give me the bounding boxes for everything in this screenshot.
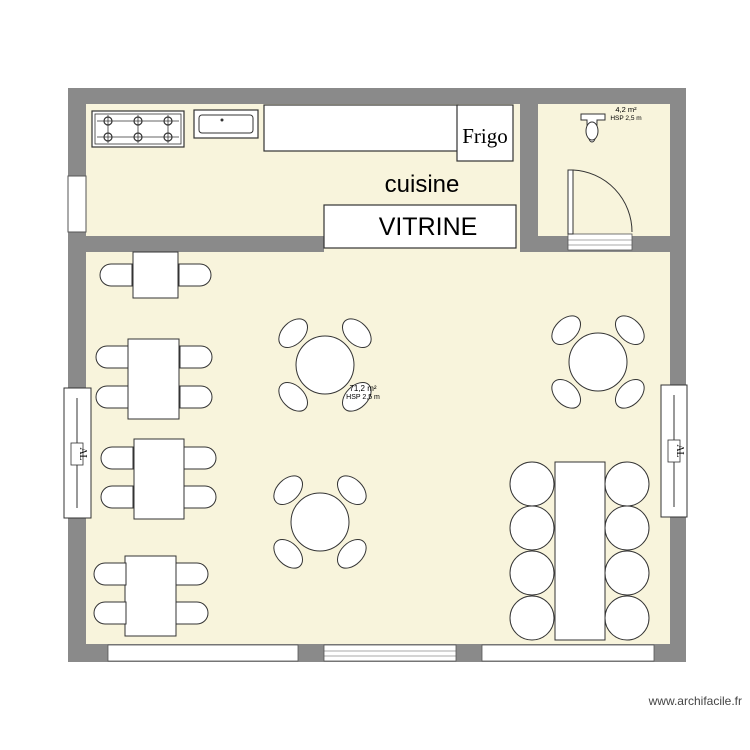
chair (100, 485, 134, 509)
display-case-label: VITRINE (379, 213, 478, 241)
toilet (580, 113, 606, 143)
kitchen-room-label: cuisine (385, 171, 460, 198)
fridge (456, 104, 514, 162)
chair (337, 539, 367, 569)
chair (175, 601, 209, 625)
square-table (132, 251, 179, 299)
ac-unit-left: AL (63, 387, 92, 519)
chair (615, 315, 645, 345)
entrance-door (323, 644, 457, 662)
long-table (554, 461, 606, 641)
chair (551, 315, 581, 345)
chair (551, 379, 581, 409)
stool (604, 505, 650, 551)
stove (91, 110, 185, 148)
stool (604, 550, 650, 596)
fridge-label: Frigo (462, 124, 508, 148)
chair (93, 562, 127, 586)
square-table (127, 338, 180, 420)
chair (179, 385, 213, 409)
chair (95, 385, 129, 409)
chair (273, 539, 303, 569)
watermark: www.archifacile.fr (648, 694, 742, 708)
chair (175, 562, 209, 586)
chair (178, 263, 212, 287)
ac-left-label: AL (77, 447, 88, 460)
round-table (295, 335, 355, 395)
sink (193, 109, 259, 139)
main-height-label: HSP 2,5 m (346, 394, 380, 401)
bottom-window-left (107, 644, 299, 662)
main-area-label: 71,2 m² (349, 384, 376, 393)
chair (273, 475, 303, 505)
wc-height-label: HSP 2,5 m (610, 115, 641, 122)
stool (509, 595, 555, 641)
chair (278, 318, 308, 348)
display-case (323, 204, 517, 249)
square-table (133, 438, 185, 520)
chair (179, 345, 213, 369)
dining-furniture (93, 251, 650, 641)
counter (263, 104, 459, 152)
stool (604, 595, 650, 641)
round-table (290, 492, 350, 552)
stool (509, 505, 555, 551)
bottom-window-right (481, 644, 655, 662)
wc-door (567, 169, 633, 251)
chair (278, 382, 308, 412)
chair (95, 345, 129, 369)
chair (93, 601, 127, 625)
square-table (124, 555, 177, 637)
stool (509, 550, 555, 596)
chair (100, 446, 134, 470)
ac-unit-right: AL (660, 384, 688, 518)
chair (183, 446, 217, 470)
stool (604, 461, 650, 507)
wc-area-label: 4,2 m² (615, 105, 637, 114)
chair (99, 263, 133, 287)
stool (509, 461, 555, 507)
chair (342, 382, 372, 412)
chair (337, 475, 367, 505)
chair (183, 485, 217, 509)
kitchen-window (67, 175, 87, 233)
wc-floor (538, 104, 670, 236)
ac-right-label: AL (674, 444, 685, 457)
chair (342, 318, 372, 348)
round-table (568, 332, 628, 392)
chair (615, 379, 645, 409)
